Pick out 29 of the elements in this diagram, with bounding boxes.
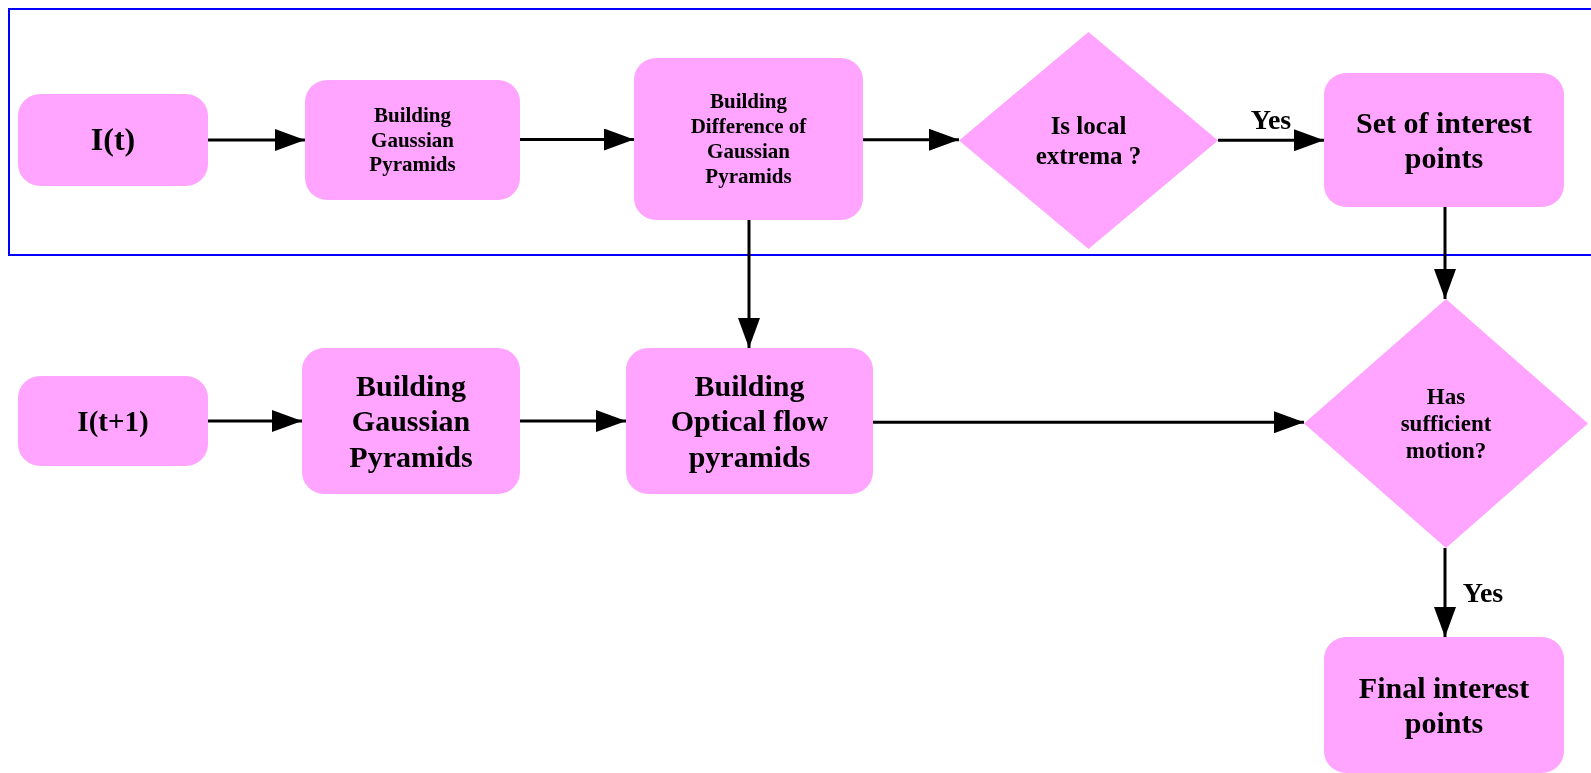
node-label: Building Optical flow pyramids — [669, 367, 830, 475]
arrow — [1434, 548, 1456, 637]
node-label: Has sufficient motion? — [1399, 382, 1493, 465]
process-box — [18, 94, 208, 186]
process-box — [1324, 73, 1564, 207]
node-label: Building Difference of Gaussian Pyramids — [689, 89, 808, 189]
arrow — [208, 410, 302, 432]
node-label: I(t+1) — [77, 403, 149, 439]
process-box — [1324, 637, 1564, 773]
arrow — [873, 411, 1304, 434]
node-label: Final interest points — [1357, 669, 1531, 741]
process-box — [18, 376, 208, 466]
process-box — [634, 58, 863, 220]
process-box — [626, 348, 873, 494]
group-frame — [8, 8, 1591, 256]
node-label: Building Gaussian Pyramids — [348, 367, 474, 475]
arrow — [520, 410, 626, 432]
arrow — [1218, 129, 1324, 152]
process-box — [305, 80, 520, 200]
node-label: Set of interest points — [1354, 104, 1534, 176]
arrow — [738, 220, 760, 348]
process-box — [302, 348, 520, 494]
node-label: Is local extrema ? — [1034, 111, 1143, 170]
arrow — [208, 129, 305, 151]
node-label: I(t) — [90, 121, 136, 159]
arrow — [863, 128, 959, 151]
arrow — [520, 128, 634, 151]
arrow — [1434, 207, 1456, 299]
node-label: Building Gaussian Pyramids — [368, 102, 457, 178]
